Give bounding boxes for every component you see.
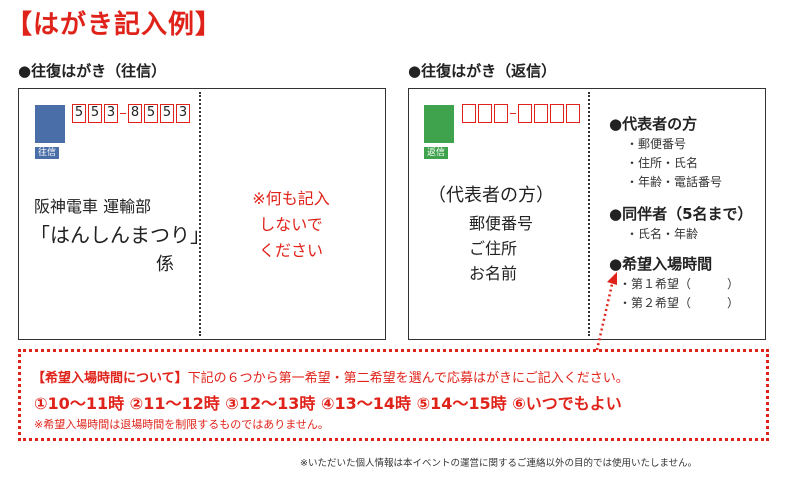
section-item: ・第１希望（ ） [619, 277, 740, 291]
name-item: お名前 [469, 264, 518, 283]
section-item: ・年齢・電話番号 [626, 175, 723, 189]
notice-instruction: 下記の６つから第一希望・第二希望を選んで応募はがきにご記入ください。 [187, 371, 629, 386]
zip-digit: 5 [144, 104, 158, 123]
section-items-time: ・第１希望（ ） ・第２希望（ ） [619, 275, 739, 313]
reply-postcard [408, 88, 766, 340]
notice-time-options: ①10～11時 ②11～12時 ③12～13時 ④13～14時 ⑤14～15時 … [34, 394, 622, 413]
zip-digit: 5 [160, 104, 174, 123]
section-item: ・住所・氏名 [626, 156, 699, 170]
notice-line-3: ※希望入場時間は退場時間を制限するものではありません。 [34, 418, 329, 431]
zip-dash [120, 113, 126, 114]
page-title: 【はがき記入例】 [6, 10, 223, 40]
zip-digit: 8 [128, 104, 142, 123]
notice-heading: 【希望入場時間について】 [32, 371, 188, 386]
section-heading-representative: ●代表者の方 [609, 115, 698, 133]
outgoing-postcard [18, 88, 386, 340]
section-item: ・第２希望（ ） [619, 296, 740, 310]
section-items-companions: ・氏名・年齢 [626, 225, 698, 244]
zip-box-empty [494, 104, 508, 123]
section-heading-companions: ●同伴者（5名まで） [609, 205, 753, 223]
notice-box [18, 349, 769, 441]
zip-dash [510, 113, 516, 114]
reply-stamp [424, 105, 454, 143]
zip-box-empty [462, 104, 476, 123]
arrow-icon [595, 272, 617, 351]
zip-box-empty [550, 104, 564, 123]
outgoing-divider [199, 92, 201, 336]
outgoing-zip: 5 5 3 8 5 5 3 [72, 104, 192, 123]
section-item: ・郵便番号 [626, 137, 687, 151]
reply-caption: ●往復はがき（返信） [408, 62, 557, 80]
outgoing-stamp [35, 105, 65, 143]
reply-stamp-label: 返信 [424, 147, 449, 159]
address-line-2: 「はんしんまつり」 [30, 223, 210, 247]
zip-box-empty [518, 104, 532, 123]
reply-zip [462, 104, 582, 123]
address-line-1: 阪神電車 運輸部 [34, 197, 152, 216]
note-line: ください [258, 241, 323, 260]
zip-box-empty [566, 104, 580, 123]
section-items-representative: ・郵便番号 ・住所・氏名 ・年齢・電話番号 [626, 135, 722, 192]
zip-digit: 5 [72, 104, 86, 123]
reply-name-items: 郵便番号 ご住所 お名前 [469, 211, 533, 286]
reply-name-header: （代表者の方） [428, 185, 554, 206]
outgoing-note: ※何も記入 しないで ください [226, 186, 356, 264]
footer-note: ※いただいた個人情報は本イベントの運営に関するご連絡以外の目的では使用いたしませ… [300, 458, 698, 469]
zip-digit: 3 [104, 104, 118, 123]
note-line: しないで [259, 215, 323, 234]
reply-divider [588, 92, 590, 336]
outgoing-stamp-label: 往信 [35, 147, 60, 159]
zip-box-empty [534, 104, 548, 123]
name-item: ご住所 [469, 239, 518, 258]
name-item: 郵便番号 [469, 214, 534, 233]
address-line-3: 係 [156, 254, 174, 275]
zip-digit: 5 [88, 104, 102, 123]
zip-digit: 3 [176, 104, 190, 123]
notice-line-1: 【希望入場時間について】下記の６つから第一希望・第二希望を選んで応募はがきにご記… [32, 367, 629, 386]
section-heading-time: ●希望入場時間 [609, 255, 713, 273]
note-line: ※何も記入 [252, 189, 330, 208]
zip-box-empty [478, 104, 492, 123]
outgoing-caption: ●往復はがき（往信） [18, 62, 167, 80]
section-item: ・氏名・年齢 [626, 227, 699, 241]
